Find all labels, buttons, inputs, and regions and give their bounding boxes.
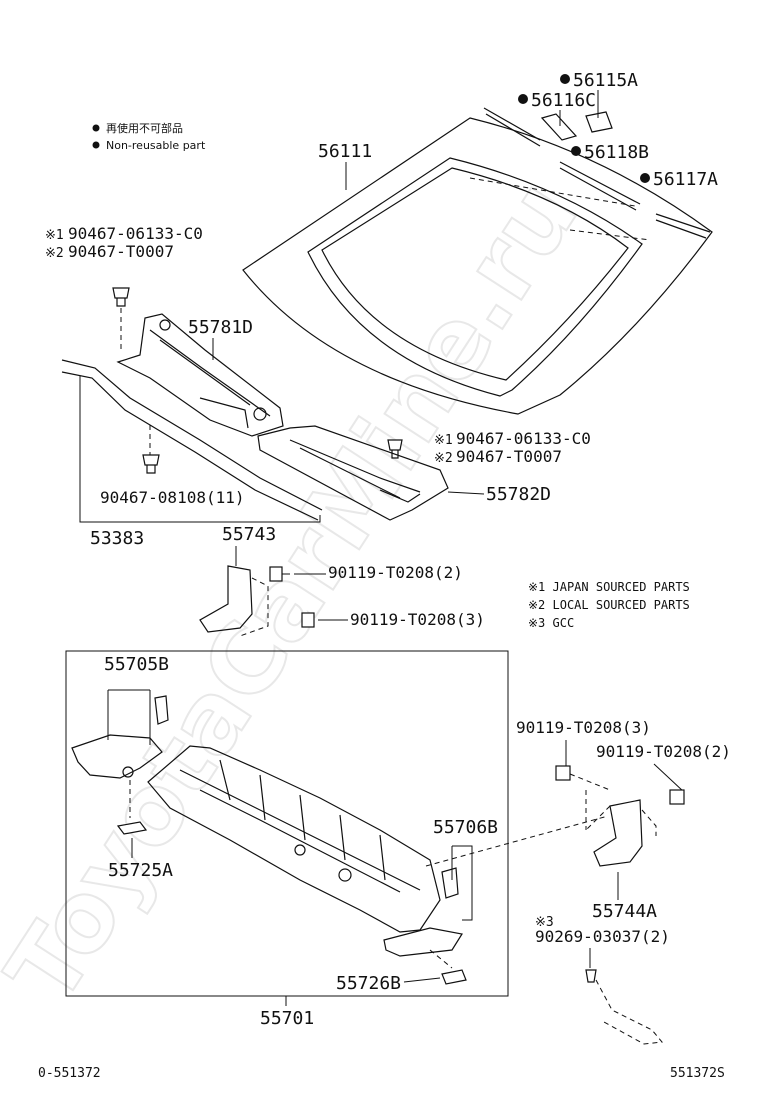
note-mark: ※1 bbox=[45, 228, 64, 243]
note-local: ※2 LOCAL SOURCED PARTS bbox=[528, 598, 690, 612]
part-55744A: 55744A bbox=[592, 901, 657, 922]
part-55743: 55743 bbox=[222, 524, 276, 545]
footer-right-code: 551372S bbox=[670, 1066, 725, 1081]
clip-icon bbox=[142, 454, 160, 474]
legend-en: Non-reusable part bbox=[106, 139, 206, 152]
part-55781D: 55781D bbox=[188, 317, 253, 338]
clip-icon bbox=[387, 439, 403, 459]
part-90269: 90269-03037(2) bbox=[535, 927, 670, 946]
part-55726B: 55726B bbox=[336, 973, 401, 994]
note-japan: ※1 JAPAN SOURCED PARTS bbox=[528, 580, 690, 594]
nonreusable-dot-icon bbox=[518, 94, 528, 104]
pad-55725A bbox=[116, 821, 148, 835]
bolt-icon bbox=[301, 612, 315, 628]
nonreusable-dot-icon bbox=[571, 146, 581, 156]
part-bolt-a: 90119-T0208(2) bbox=[328, 563, 463, 582]
part-55701: 55701 bbox=[260, 1008, 314, 1029]
nonreusable-dot-icon bbox=[560, 74, 570, 84]
part-clip-jp: 90467-06133-C0 bbox=[68, 224, 203, 243]
legend: 再使用不可部品 Non-reusable part bbox=[92, 121, 206, 152]
assembly-box bbox=[65, 650, 509, 997]
part-53383: 53383 bbox=[90, 528, 144, 549]
watermark: ToyotaCarMine.ru bbox=[0, 161, 599, 1023]
pad-55726B bbox=[441, 969, 467, 985]
part-clip-local-2: 90467-T0007 bbox=[456, 447, 562, 466]
cowl-panel-right bbox=[257, 425, 449, 521]
part-56118B: 56118B bbox=[584, 142, 649, 163]
part-90467-08108: 90467-08108(11) bbox=[100, 488, 245, 507]
note-mark: ※2 bbox=[45, 246, 64, 261]
part-clip-local: 90467-T0007 bbox=[68, 242, 174, 261]
cowl-panel-left bbox=[116, 313, 284, 437]
windshield-glass bbox=[242, 117, 713, 415]
part-56116C: 56116C bbox=[531, 90, 596, 111]
part-55725A: 55725A bbox=[108, 860, 173, 881]
bracket-55706B bbox=[383, 867, 463, 969]
note-gcc: ※3 GCC bbox=[528, 616, 574, 630]
part-bolt-d: 90119-T0208(2) bbox=[596, 742, 731, 761]
note-mark: ※2 bbox=[434, 451, 453, 466]
cowl-panel-main bbox=[147, 745, 441, 933]
footer-left-code: 0-551372 bbox=[38, 1066, 101, 1081]
bracket-55744A bbox=[585, 790, 657, 867]
part-56115A: 56115A bbox=[573, 70, 638, 91]
part-bolt-c: 90119-T0208(3) bbox=[516, 718, 651, 737]
bracket-55705B bbox=[71, 695, 169, 818]
legend-jp: 再使用不可部品 bbox=[106, 121, 183, 135]
part-55782D: 55782D bbox=[486, 484, 551, 505]
bolt-icon bbox=[555, 765, 611, 791]
part-clip-jp-2: 90467-06133-C0 bbox=[456, 429, 591, 448]
clip-90269 bbox=[585, 969, 663, 1045]
bullet-icon bbox=[92, 124, 100, 132]
bolt-icon bbox=[669, 789, 685, 805]
bullet-icon bbox=[92, 141, 100, 149]
note-mark: ※3 bbox=[535, 915, 554, 930]
glass-clips bbox=[540, 111, 613, 141]
bolt-icon bbox=[269, 566, 290, 582]
part-55705B: 55705B bbox=[104, 654, 169, 675]
part-55706B: 55706B bbox=[433, 817, 498, 838]
weatherstrip bbox=[61, 359, 323, 521]
clip-icon bbox=[112, 287, 130, 352]
bracket-55743 bbox=[199, 565, 269, 637]
part-56111: 56111 bbox=[318, 141, 372, 162]
part-bolt-b: 90119-T0208(3) bbox=[350, 610, 485, 629]
nonreusable-dot-icon bbox=[640, 173, 650, 183]
note-mark: ※1 bbox=[434, 433, 453, 448]
molding-strips bbox=[483, 107, 711, 239]
part-56117A: 56117A bbox=[653, 169, 718, 190]
